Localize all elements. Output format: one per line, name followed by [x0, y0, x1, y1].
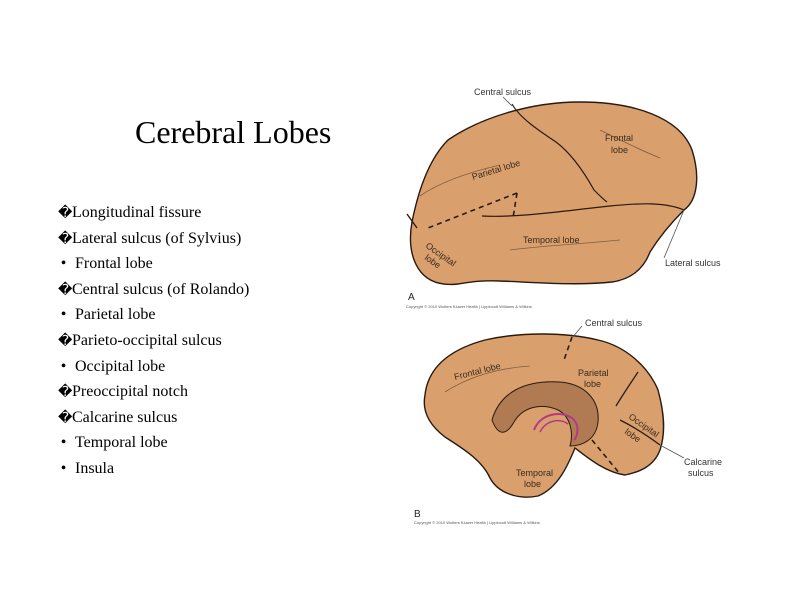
slide-title: Cerebral Lobes	[135, 114, 332, 150]
brain-figure: Central sulcus Frontal lobe Parietal lob…	[406, 87, 722, 525]
callosum-accent	[533, 413, 579, 441]
central-sulcus-leader-b	[571, 325, 583, 339]
corpus-callosum	[491, 381, 599, 447]
bullet-text: Occipital lobe	[75, 357, 166, 375]
label-frontal-lobe-a-line2: lobe	[611, 145, 628, 155]
bullet-item: • Parietal lobe	[58, 302, 249, 328]
label-parietal-lobe-b-line2: lobe	[584, 379, 601, 389]
bullet-item: �Preoccipital notch	[58, 379, 249, 405]
bullet-text: Longitudinal fissure	[72, 204, 202, 221]
bullet-item: �Calcarine sulcus	[58, 405, 249, 431]
panel-letter-b: B	[414, 509, 421, 520]
label-temporal-lobe-b-line2: lobe	[524, 479, 541, 489]
label-temporal-lobe-b-line1: Temporal	[516, 468, 553, 478]
bullet-item: �Parieto-occipital sulcus	[58, 328, 249, 354]
bullet-text: Frontal lobe	[75, 255, 153, 273]
bullet-marker: •	[60, 459, 67, 477]
bullet-item: �Lateral sulcus (of Sylvius)	[58, 226, 249, 252]
bullet-marker: •	[60, 255, 67, 273]
label-central-sulcus-a: Central sulcus	[474, 87, 532, 97]
label-calcarine-sulcus-line1: Calcarine	[684, 457, 722, 467]
lateral-sulcus-line	[481, 203, 685, 217]
bullet-marker: �	[58, 205, 73, 221]
copyright-b: Copyright © 2010 Wolters Kluwer Health |…	[414, 520, 540, 525]
bullet-marker: •	[60, 306, 67, 324]
label-temporal-lobe-a: Temporal lobe	[523, 235, 580, 245]
bullet-marker: �	[58, 384, 73, 401]
bullet-text: Central sulcus (of Rolando)	[72, 280, 250, 298]
lateral-central-sulcus-line	[511, 103, 608, 203]
copyright-a: Copyright © 2010 Wolters Kluwer Health |…	[406, 304, 532, 309]
calcarine-sulcus-line	[619, 419, 661, 446]
bullet-text: Calcarine sulcus	[72, 408, 178, 426]
label-calcarine-sulcus-line2: sulcus	[688, 468, 714, 478]
medial-view-panel: Central sulcus Frontal lobe Parietal lob…	[414, 318, 722, 525]
bullet-item: �Longitudinal fissure	[58, 200, 249, 226]
bullet-marker: �	[58, 409, 73, 426]
lateral-sulcus-leader	[663, 209, 685, 259]
label-lateral-sulcus: Lateral sulcus	[665, 258, 721, 268]
temporo-occipital-dashed-line	[512, 192, 518, 219]
bullet-marker: �	[58, 281, 73, 298]
bullet-marker: •	[60, 357, 67, 375]
temporo-occipital-dashed-line	[591, 439, 621, 475]
bullet-text: Temporal lobe	[75, 434, 168, 452]
bullet-item: • Frontal lobe	[58, 251, 249, 277]
central-sulcus-leader	[502, 96, 513, 107]
bullet-marker: �	[58, 230, 73, 247]
bullet-marker: �	[58, 332, 73, 349]
preoccipital-notch-mark	[406, 213, 418, 229]
minor-sulcus-line	[444, 365, 531, 393]
bullet-item: • Insula	[58, 456, 249, 482]
lateral-view-panel: Central sulcus Frontal lobe Parietal lob…	[406, 87, 721, 309]
bullet-text: Parieto-occipital sulcus	[72, 331, 222, 349]
bullet-text: Parietal lobe	[75, 306, 156, 324]
callosum-accent	[539, 419, 569, 433]
medial-brain-shape	[423, 333, 665, 498]
minor-sulcus-line	[419, 164, 501, 197]
panel-letter-a: A	[408, 292, 415, 303]
medial-central-sulcus-line	[563, 336, 573, 361]
lateral-brain-shape	[409, 101, 698, 286]
bullet-item: • Temporal lobe	[58, 430, 249, 456]
label-frontal-lobe-a-line1: Frontal	[605, 133, 633, 143]
bullet-item: �Central sulcus (of Rolando)	[58, 277, 249, 303]
bullet-text: Lateral sulcus (of Sylvius)	[72, 229, 242, 247]
parieto-occipital-sulcus-line	[615, 371, 639, 407]
label-parietal-lobe-b-line1: Parietal	[578, 368, 609, 378]
parieto-occipital-dashed-line	[427, 192, 518, 229]
minor-sulcus-line	[599, 129, 661, 159]
bullet-item: • Occipital lobe	[58, 354, 249, 380]
bullet-marker: •	[60, 434, 67, 452]
bullet-text: Preoccipital notch	[72, 383, 188, 401]
bullet-list: �Longitudinal fissure �Lateral sulcus (o…	[58, 200, 249, 482]
calcarine-leader	[659, 444, 685, 459]
bullet-text: Insula	[75, 459, 115, 477]
minor-sulcus-line	[509, 239, 621, 251]
label-central-sulcus-b: Central sulcus	[585, 318, 643, 328]
